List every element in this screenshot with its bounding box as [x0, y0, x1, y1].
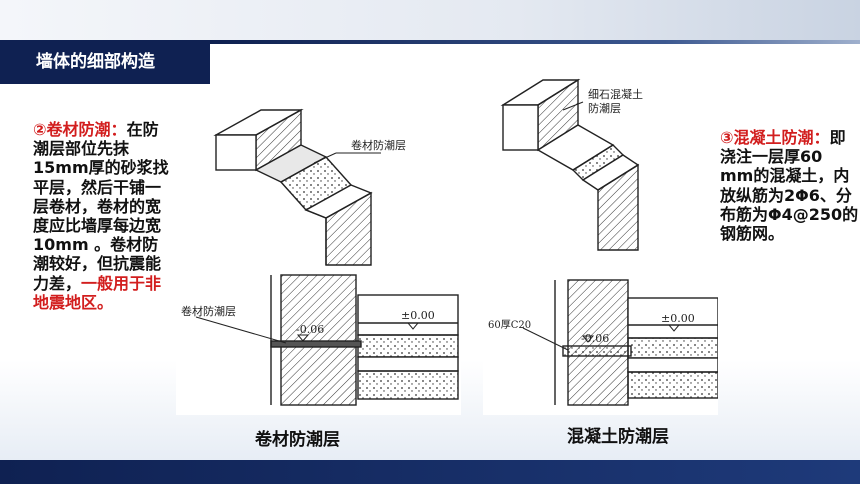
membrane-body: 在防潮层部位先抹15mm厚的砂浆找平层，然后干铺一层卷材，卷材的宽度应比墙厚每边…: [33, 120, 169, 293]
page-title: 墙体的细部构造: [0, 40, 210, 84]
concrete-caption: 混凝土防潮层: [567, 427, 669, 447]
membrane-side-label: 卷材防潮层: [181, 304, 236, 318]
footer-bar: [0, 460, 860, 484]
concrete-callout-line2: 防潮层: [588, 101, 621, 115]
membrane-description: ②卷材防潮：在防潮层部位先抹15mm厚的砂浆找平层，然后干铺一层卷材，卷材的宽度…: [33, 120, 173, 312]
membrane-level-low: -0.06: [296, 323, 324, 336]
header-bar: [0, 0, 860, 40]
concrete-detail-drawing: 细石混凝土 防潮层 60厚C20 -0.06 ±0.00: [488, 78, 719, 406]
concrete-description: ③混凝土防潮：即浇注一层厚60 mm的混凝土，内放纵筋为2Φ6、分布筋为Φ4@2…: [720, 128, 860, 243]
concrete-level-high: ±0.00: [661, 312, 695, 325]
concrete-callout-line1: 细石混凝土: [588, 87, 643, 101]
membrane-heading: ②卷材防潮：: [33, 120, 127, 139]
membrane-usage-note: 一般用于非地震地区。: [33, 273, 162, 312]
membrane-detail-drawing: 卷材防潮层 卷材防潮层 -0.06 ±0.00: [181, 108, 459, 406]
concrete-side-label: 60厚C20: [488, 319, 531, 331]
membrane-caption: 卷材防潮层: [255, 430, 340, 450]
membrane-figure-panel: 卷材防潮层 卷材防潮层 -0.06 ±0.00: [176, 85, 461, 415]
membrane-callout: 卷材防潮层: [351, 138, 406, 152]
concrete-body: 即浇注一层厚60 mm的混凝土，内放纵筋为2Φ6、分布筋为Φ4@250的钢筋网。: [720, 128, 859, 244]
header-accent-line: [210, 40, 860, 44]
concrete-heading: ③混凝土防潮：: [720, 128, 830, 147]
concrete-figure-panel: 细石混凝土 防潮层 60厚C20 -0.06 ±0.00: [483, 70, 719, 415]
membrane-level-high: ±0.00: [401, 309, 435, 322]
